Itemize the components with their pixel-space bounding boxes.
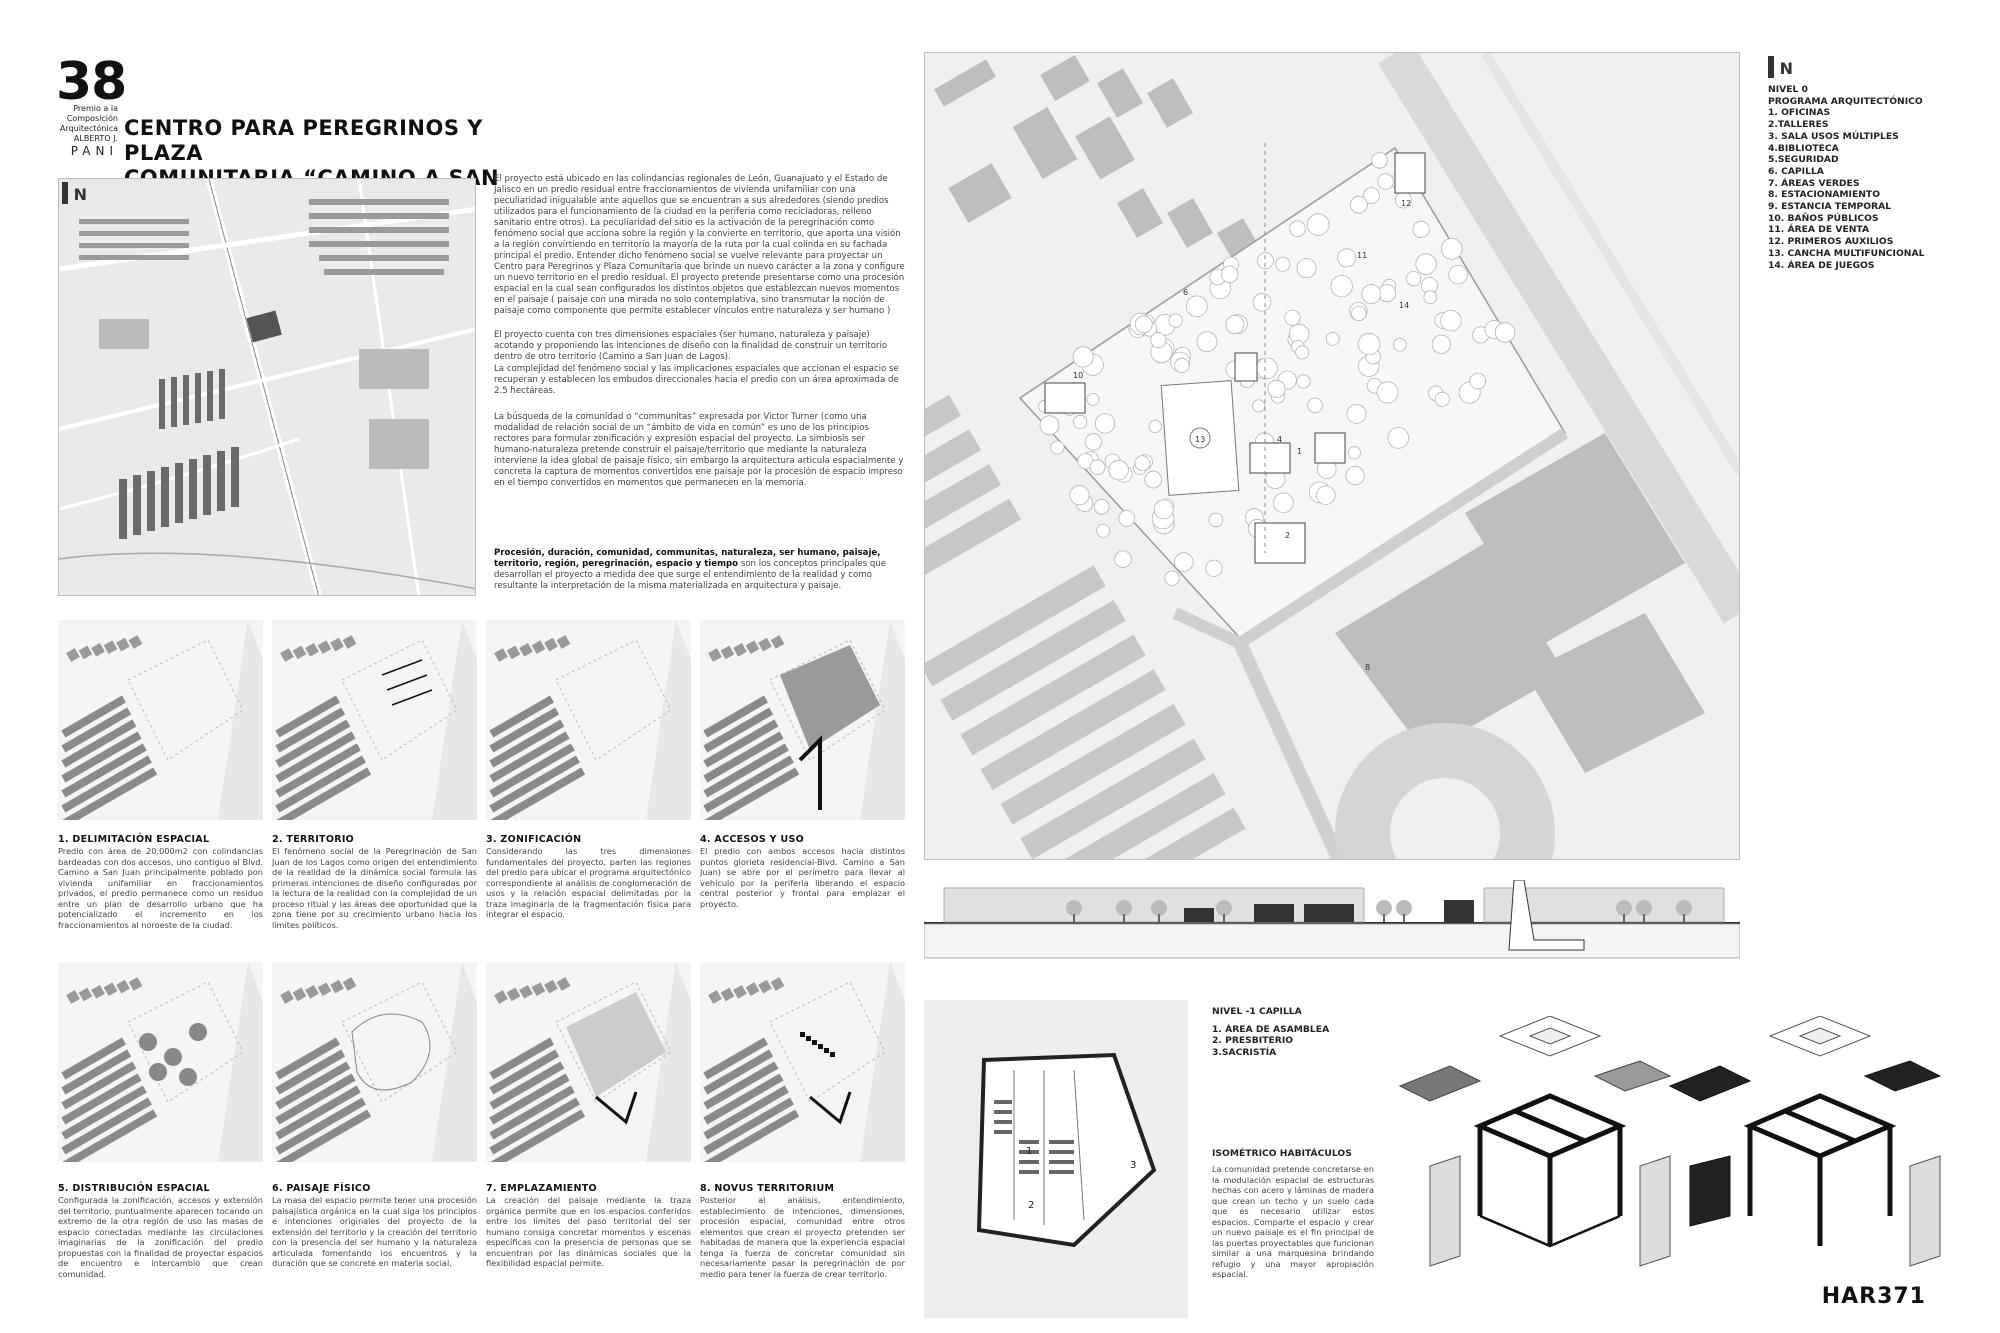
programme-item: 7. ÁREAS VERDES xyxy=(1768,177,1860,189)
chapel-label-3: 3 xyxy=(1130,1160,1137,1171)
section-elevation xyxy=(924,880,1740,968)
step-diagram-drawing xyxy=(58,620,263,820)
programme-item: 12. PRIMEROS AUXILIOS xyxy=(1768,236,1894,248)
step-description: La masa del espacio permite tener una pr… xyxy=(272,1195,477,1268)
plan-label: 12 xyxy=(1401,199,1412,208)
step-title: 2. TERRITORIO xyxy=(272,834,355,845)
iso-description: La comunidad pretende concretarse en la … xyxy=(1212,1164,1374,1279)
intro-paragraph-3: La complejidad del fenómeno social y las… xyxy=(494,364,899,396)
programme-item: 1. OFICINAS xyxy=(1768,107,1831,119)
step-diagram-drawing xyxy=(272,962,477,1162)
north-arrow: N xyxy=(62,182,87,204)
step-description: El fenómeno social de la Peregrinación d… xyxy=(272,846,477,930)
plan-label: 13 xyxy=(1195,435,1206,444)
context-map xyxy=(58,178,476,596)
programme-level: NIVEL 0 xyxy=(1768,84,1808,95)
programme-heading: PROGRAMA ARQUITECTÓNICO xyxy=(1768,95,1923,107)
plan-label: 10 xyxy=(1073,371,1084,380)
intro-paragraph-4: La búsqueda de la comunidad o “communita… xyxy=(494,412,904,488)
master-plan-drawing xyxy=(925,53,1739,859)
programme-list: NIVEL 0 PROGRAMA ARQUITECTÓNICO 1. OFICI… xyxy=(1768,84,1968,271)
step-title: 4. ACCESOS Y USO xyxy=(700,834,804,845)
plan-label: 11 xyxy=(1357,251,1368,260)
plan-label: 8 xyxy=(1365,663,1371,672)
step-title: 8. NOVUS TERRITORIUM xyxy=(700,1183,835,1194)
north-arrow-plan: N xyxy=(1768,56,1793,78)
panel-number: 38 xyxy=(56,52,127,112)
programme-item: 11. ÁREA DE VENTA xyxy=(1768,224,1870,236)
step-title: 3. ZONIFICACIÓN xyxy=(486,834,582,845)
chapel-label-1: 1 xyxy=(1026,1146,1033,1157)
step-diagram-drawing xyxy=(700,620,905,820)
step-description: Configurada la zonificación, accesos y e… xyxy=(58,1195,263,1279)
intro-paragraph-5: Procesión, duración, comunidad, communit… xyxy=(494,548,887,591)
plan-label: 4 xyxy=(1277,435,1283,444)
chapel-plan-drawing xyxy=(976,1052,1157,1248)
intro-paragraph-2: El proyecto cuenta con tres dimensiones … xyxy=(494,330,888,362)
north-arrow-icon xyxy=(1768,56,1774,78)
north-arrow-icon xyxy=(62,182,68,204)
step-diagram-drawing xyxy=(58,962,263,1162)
programme-item: 5.SEGURIDAD xyxy=(1768,154,1839,166)
programme-item: 2.TALLERES xyxy=(1768,119,1829,131)
step-description: Considerando las tres dimensiones fundam… xyxy=(486,846,691,919)
programme-item: 13. CANCHA MULTIFUNCIONAL xyxy=(1768,247,1925,259)
step-title: 5. DISTRIBUCIÓN ESPACIAL xyxy=(58,1183,210,1194)
step-title: 1. DELIMITACIÓN ESPACIAL xyxy=(58,834,210,845)
chapel-plan: 1 2 3 xyxy=(924,1000,1188,1318)
panel-code: HAR371 xyxy=(1821,1284,1926,1309)
step-title: 6. PAISAJE FÍSICO xyxy=(272,1183,371,1194)
isometric-modules xyxy=(1390,1016,1950,1286)
award-label: Premio a la Composición Arquitectónica A… xyxy=(56,104,118,158)
programme-item: 3. SALA USOS MÚLTIPLES xyxy=(1768,130,1899,142)
chapel-programme: NIVEL -1 CAPILLA 1. ÁREA DE ASAMBLEA 2. … xyxy=(1212,1006,1412,1059)
programme-item: 8. ESTACIONAMIENTO xyxy=(1768,189,1881,201)
step-diagram-drawing xyxy=(700,962,905,1162)
plan-label: 1 xyxy=(1297,447,1303,456)
step-description: El predio con ambos accesos hacia distin… xyxy=(700,846,905,909)
plan-label: 2 xyxy=(1285,531,1291,540)
step-description: Predio con área de 20,000m2 con colindan… xyxy=(58,846,263,930)
step-diagram-drawing xyxy=(486,620,691,820)
chapel-label-2: 2 xyxy=(1028,1200,1035,1211)
context-map-drawing xyxy=(59,179,475,595)
step-title: 7. EMPLAZAMIENTO xyxy=(486,1183,597,1194)
step-diagram-drawing xyxy=(486,962,691,1162)
intro-paragraph-1: El proyecto está ubicado en las colindan… xyxy=(494,174,905,316)
programme-item: 14. ÁREA DE JUEGOS xyxy=(1768,259,1875,271)
iso-title: ISOMÉTRICO HABITÁCULOS xyxy=(1212,1148,1352,1159)
programme-item: 9. ESTANCIA TEMPORAL xyxy=(1768,201,1892,213)
programme-item: 10. BAÑOS PÚBLICOS xyxy=(1768,212,1879,224)
programme-item: 4.BIBLIOTECA xyxy=(1768,142,1839,154)
award-name: PANI xyxy=(70,144,118,158)
programme-item: 6. CAPILLA xyxy=(1768,165,1824,177)
plan-label: 6 xyxy=(1183,288,1189,297)
chapel-level: NIVEL -1 CAPILLA xyxy=(1212,1006,1302,1017)
section-drawing xyxy=(924,880,1740,959)
isometric-drawing xyxy=(1398,1016,1942,1267)
step-diagram-drawing xyxy=(272,620,477,820)
step-description: Posterior al análisis, entendimiento, es… xyxy=(700,1195,905,1279)
step-description: La creación del paisaje mediante la traz… xyxy=(486,1195,691,1268)
plan-label: 14 xyxy=(1399,301,1410,310)
